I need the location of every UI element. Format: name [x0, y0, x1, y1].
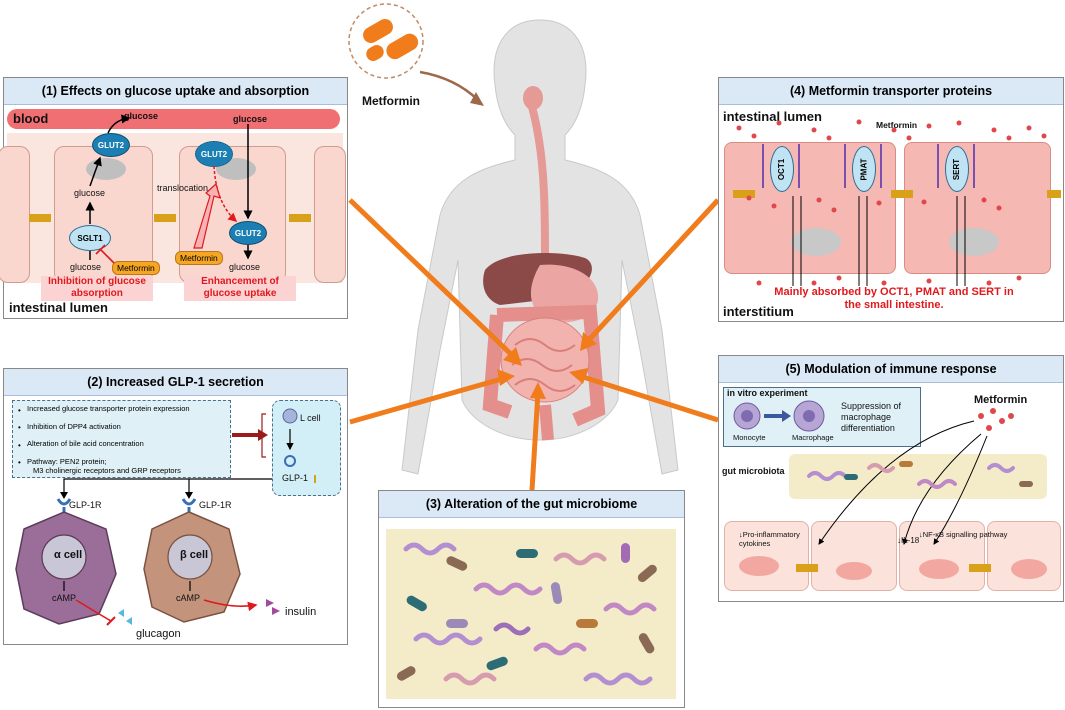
glucose-lumen-left: glucose [70, 262, 102, 272]
glucose-blood-right: glucose [233, 114, 268, 124]
insulin-label: insulin [285, 606, 317, 618]
panel4-title: (4) Metformin transporter proteins [719, 78, 1063, 105]
rectum [539, 404, 554, 441]
metformin-label-5: Metformin [974, 394, 1028, 406]
gut-microbiota-label: gut microbiota [722, 466, 785, 476]
pmat-transporter: PMAT [852, 146, 876, 192]
proinflammatory-label: ↓Pro-inflammatory cytokines [739, 530, 800, 548]
glp1r-right-label: GLP-1R [199, 500, 232, 510]
mechanism-item: Increased glucose transporter protein ex… [27, 404, 190, 413]
mechanism-item: Inhibition of DPP4 activation [27, 422, 121, 431]
panel-transporter-proteins: (4) Metformin transporter proteins intes… [718, 77, 1064, 322]
glucose-blood-left: glucose [124, 111, 159, 121]
epithelial-cell [724, 521, 809, 591]
panel-immune-response: (5) Modulation of immune response in vit… [718, 355, 1064, 602]
microbiome-illustration [386, 529, 676, 699]
tight-junction [891, 190, 913, 198]
panel2-graphics [15, 408, 316, 626]
salivary-gland [523, 86, 543, 110]
tight-junction [969, 564, 991, 572]
tight-junction [154, 214, 176, 222]
sglt1-transporter: SGLT1 [69, 225, 111, 251]
camp-left: cAMP [52, 593, 77, 603]
enhancement-note: Enhancement of glucose uptake [184, 276, 296, 301]
glucagon-label: glucagon [136, 628, 181, 640]
metformin-tag-right: Metformin [175, 251, 223, 265]
panel1-title: (1) Effects on glucose uptake and absorp… [4, 78, 347, 105]
tight-junction [733, 190, 755, 198]
glp1r-left-label: GLP-1R [69, 500, 102, 510]
glucagon-icon [118, 609, 124, 617]
panel-gut-microbiome: (3) Alteration of the gut microbiome [378, 490, 685, 708]
glut2-membrane: GLUT2 [229, 221, 267, 245]
metformin-label-4: Metformin [876, 120, 918, 130]
glp1-molecule-icon [284, 455, 296, 467]
panel-glp1-secretion: (2) Increased GLP-1 secretion Increased … [3, 368, 348, 645]
lcell-icon [282, 408, 298, 424]
epithelial-cell [314, 146, 346, 283]
blood-label: blood [13, 111, 49, 126]
mechanism-item-cont: M3 cholinergic receptors and GRP recepto… [33, 466, 181, 475]
panel-glucose-uptake: (1) Effects on glucose uptake and absorp… [0, 77, 348, 319]
panel5-title: (5) Modulation of immune response [719, 356, 1063, 383]
panel2-title: (2) Increased GLP-1 secretion [4, 369, 347, 396]
glucose-intracellular: glucose [74, 188, 106, 198]
camp-right: cAMP [176, 593, 201, 603]
epithelial-cell [0, 146, 30, 283]
insulin-icon [266, 599, 274, 607]
suppression-label: Suppression of macrophage differentiatio… [841, 401, 902, 433]
human-silhouette [401, 19, 679, 475]
metformin-pill-icon [348, 3, 484, 106]
tight-junction [289, 214, 311, 222]
absorption-note: Mainly absorbed by OCT1, PMAT and SERT i… [774, 286, 1014, 311]
invitro-label: in vitro experiment [727, 388, 808, 398]
mechanism-item: Pathway: PEN2 protein; [27, 457, 107, 466]
macrophage-label: Macrophage [792, 433, 834, 442]
monocyte-label: Monocyte [733, 433, 766, 442]
pathway-arrows [348, 198, 720, 491]
glut2-vesicle: GLUT2 [195, 141, 233, 167]
tight-junction [796, 564, 818, 572]
panel3-title: (3) Alteration of the gut microbiome [379, 491, 684, 518]
nucleus [791, 228, 841, 256]
translocation-label: translocation [157, 183, 209, 193]
nfkb-label: ↓NF-κB signalling pathway [919, 530, 1008, 539]
interstitium-label: interstitium [723, 304, 794, 319]
glucose-lumen-right: glucose [229, 262, 261, 272]
metformin-center-label: Metformin [362, 94, 420, 108]
epithelial-cell [987, 521, 1061, 591]
lcell-label: L cell [300, 413, 321, 423]
intestinal-lumen-label: intestinal lumen [9, 300, 108, 315]
mechanism-list: Increased glucose transporter protein ex… [12, 400, 231, 478]
large-intestine [482, 304, 606, 427]
oct1-transporter: OCT1 [770, 146, 794, 192]
sert-transporter: SERT [945, 146, 969, 192]
panel1-arrows [85, 114, 253, 264]
tight-junction [29, 214, 51, 222]
alpha-cell-label: α cell [54, 549, 83, 561]
blood-layer: blood [7, 109, 340, 129]
glp1-label: GLP-1 [282, 473, 309, 483]
mechanism-item: Alteration of bile acid concentration [27, 439, 144, 448]
beta-cell-label: β cell [180, 549, 209, 561]
panel5-graphics [733, 400, 1047, 580]
glut2-transporter: GLUT2 [92, 133, 130, 157]
tight-junction [1047, 190, 1061, 198]
il18-label: ↓IL-18 [897, 536, 920, 545]
intestinal-lumen-label-4: intestinal lumen [723, 109, 822, 124]
metformin-tag-left: Metformin [112, 261, 160, 275]
epithelial-cell [899, 521, 985, 591]
panel4-graphics [736, 119, 1047, 286]
inhibition-note: Inhibition of glucose absorption [41, 276, 153, 301]
esophagus [526, 98, 549, 271]
